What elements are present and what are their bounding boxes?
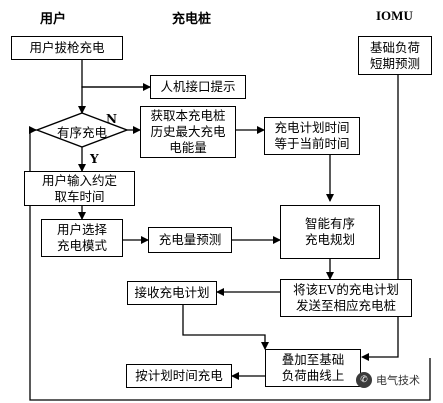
box-plug-in: 用户拔枪充电 <box>11 36 123 60</box>
box-base-load-forecast: 基础负荷 短期预测 <box>358 36 432 75</box>
box-plan-time-equal: 充电计划时间 等于当前时间 <box>264 117 360 155</box>
arrow-baseload-down <box>361 75 399 361</box>
box-hmi-prompt: 人机接口提示 <box>150 75 246 99</box>
column-header-iomu: IOMU <box>376 8 413 23</box>
box-smart-planning: 智能有序 充电规划 <box>280 205 380 259</box>
decision-label: 有序充电 <box>56 125 107 140</box>
box-energy-forecast: 充电量预测 <box>148 227 232 253</box>
column-header-pile: 充电桩 <box>172 12 212 27</box>
box-send-plan: 将该EV的充电计划 发送至相应充电桩 <box>280 279 412 317</box>
box-get-max-energy: 获取本充电桩 历史最大充电 电能量 <box>140 106 236 158</box>
watermark: ✆ 电气技术 <box>356 372 420 388</box>
decision-yes-label: Y <box>90 152 99 166</box>
arrow-plugin-to-hmi <box>81 59 151 91</box>
decision-no-label: N <box>106 112 117 126</box>
watermark-text: 电气技术 <box>376 374 420 387</box>
box-superimpose: 叠加至基础 负荷曲线上 <box>265 349 361 387</box>
arrow-receive-to-superimpose <box>182 304 269 350</box>
box-input-pickup-time: 用户输入约定 取车时间 <box>24 171 135 206</box>
column-header-user: 用户 <box>40 12 67 27</box>
box-receive-plan: 接收充电计划 <box>127 281 217 305</box>
wechat-logo-icon: ✆ <box>356 372 372 388</box>
box-select-mode: 用户选择 充电模式 <box>41 219 123 257</box>
arrow-hmi-to-decision <box>78 86 150 114</box>
decision-diamond <box>35 112 129 148</box>
box-charge-by-plan: 按计划时间充电 <box>126 364 232 388</box>
